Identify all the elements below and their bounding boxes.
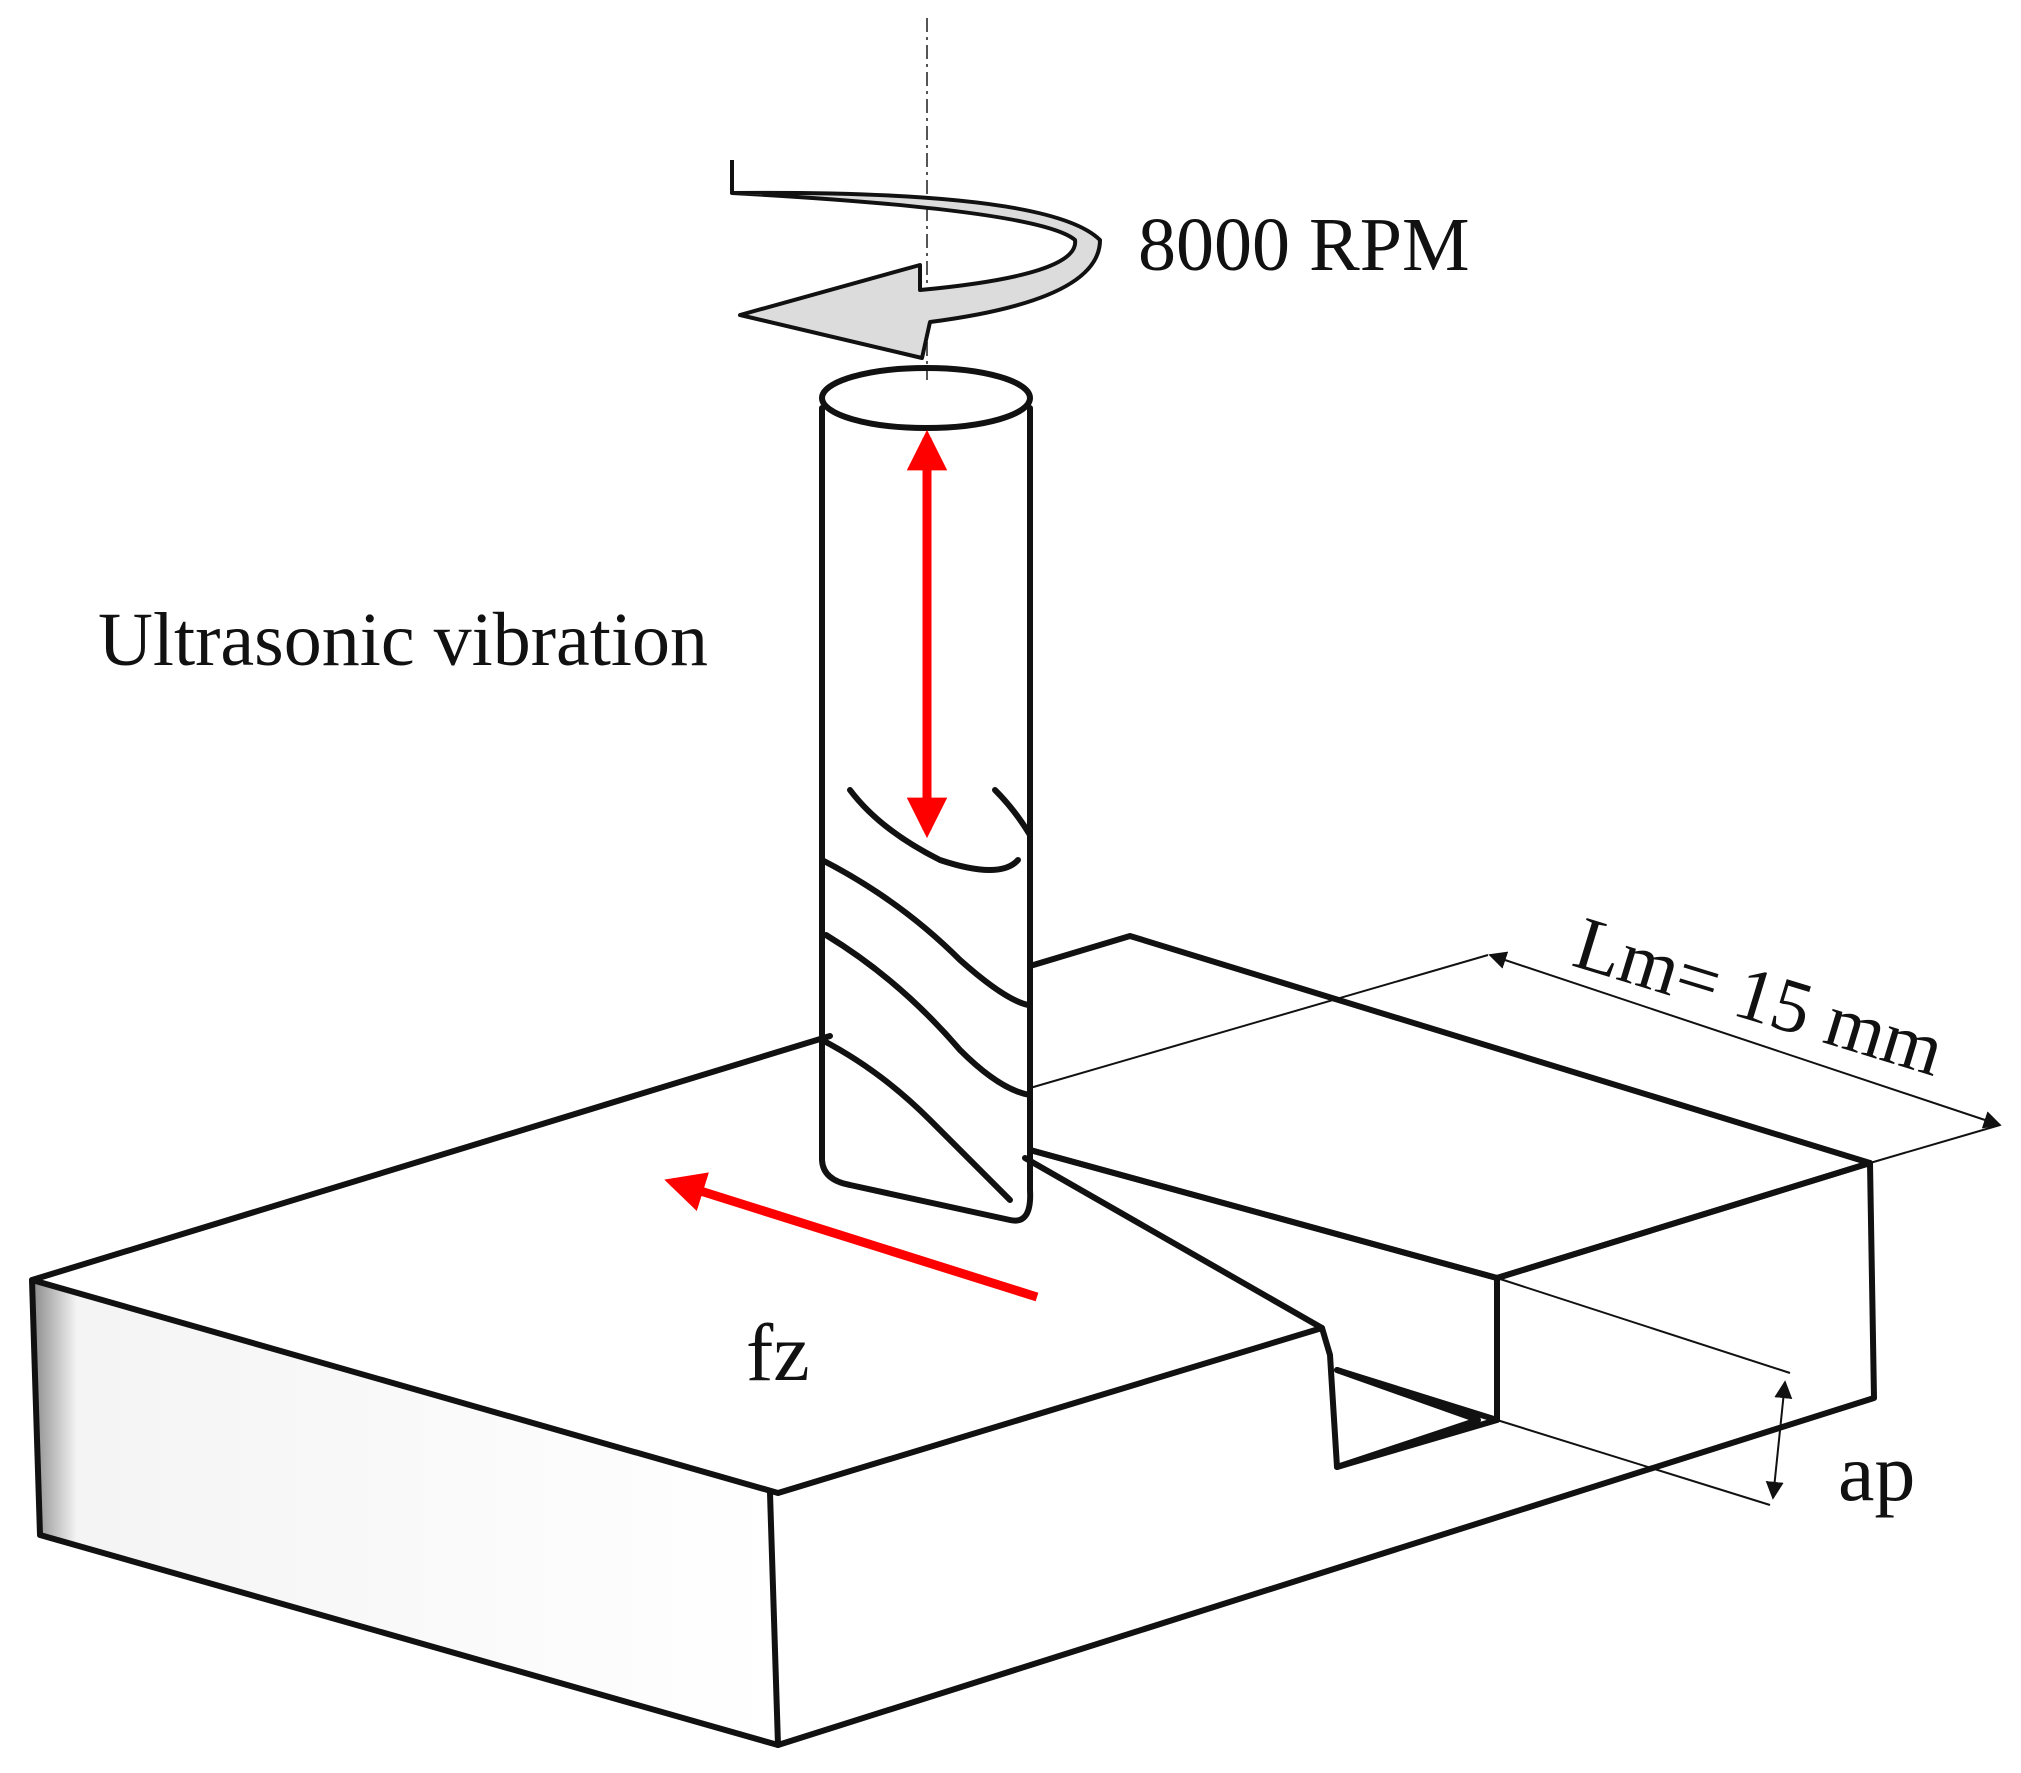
slot-inner-edge (1334, 1367, 1481, 1470)
rotation-arrow (730, 160, 1102, 360)
tool-flute-1 (847, 787, 1021, 873)
depth-label: ap (1838, 1427, 1915, 1518)
depth-extension-top (1496, 1277, 1791, 1374)
tool-flute-2 (819, 857, 1031, 1008)
depth-dimension (1496, 1277, 1793, 1506)
workpiece-front-edge (767, 1490, 781, 1748)
vibration-label: Ultrasonic vibration (98, 598, 708, 682)
tool-top-face (819, 365, 1033, 431)
length-extension-near (1029, 954, 1489, 1089)
slot-near-wall (1022, 1155, 1325, 1331)
tool-flute-5 (992, 787, 1033, 838)
slot-floor (1334, 1367, 1500, 1423)
tool-flute-4 (819, 1037, 1013, 1203)
length-extension-far (1869, 1124, 2001, 1164)
workpiece-block (29, 933, 1877, 1748)
workpiece-left-face (32, 1282, 778, 1745)
depth-dimension-arrow (1765, 1380, 1793, 1500)
tool-flute-3 (823, 932, 1033, 1098)
feed-label: fz (746, 1307, 810, 1398)
length-dimension-arrow (1488, 951, 2002, 1129)
feed-arrow (664, 1172, 1039, 1302)
end-mill-tool (819, 365, 1034, 1224)
length-dimension (1029, 951, 2002, 1164)
rpm-label: 8000 RPM (1138, 203, 1470, 287)
depth-extension-bottom (1496, 1419, 1771, 1506)
workpiece-top-edge-front (29, 1033, 833, 1283)
workpiece-outline (29, 1160, 1877, 1748)
length-label: Lm= 15 mm (1565, 901, 1954, 1093)
tool-body (819, 405, 1034, 1224)
